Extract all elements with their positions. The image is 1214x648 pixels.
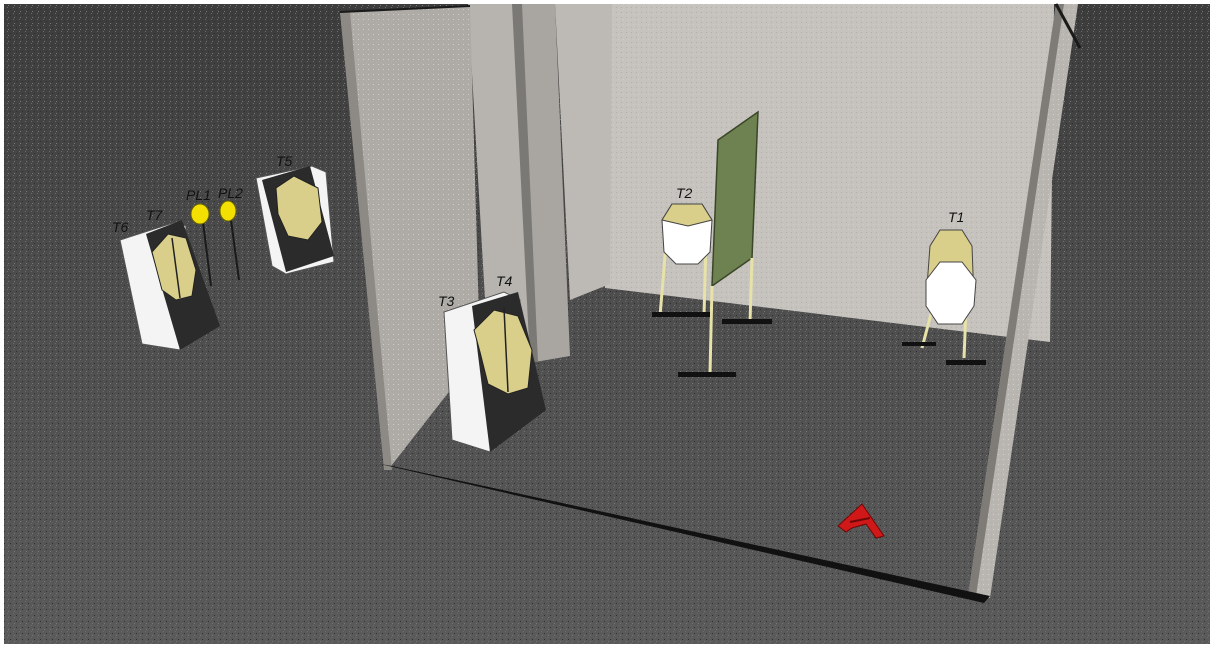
target-t4-label: T4 xyxy=(496,273,513,289)
popper-pl2-label: PL2 xyxy=(218,185,243,201)
target-t3-label: T3 xyxy=(438,293,455,309)
back-wall xyxy=(604,4,1054,342)
target-t7-label: T7 xyxy=(146,207,164,223)
target-t2-label: T2 xyxy=(676,185,693,201)
popper-pl1-label: PL1 xyxy=(186,187,211,203)
target-t1-label: T1 xyxy=(948,209,964,225)
target-t5-label: T5 xyxy=(276,153,293,169)
target-t6-label: T6 xyxy=(112,219,129,235)
